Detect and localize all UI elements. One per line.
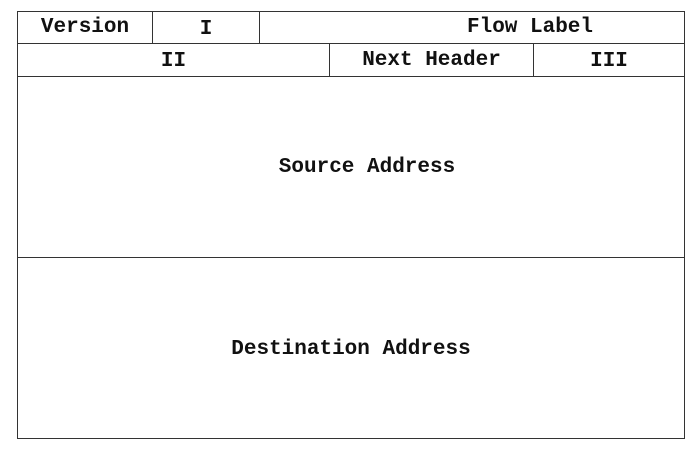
source-address-field: Source Address [17, 76, 685, 258]
field-ii-label: II [160, 50, 187, 73]
field-i-label: I [199, 17, 213, 41]
destination-address-field: Destination Address [17, 257, 685, 439]
source-address-label: Source Address [278, 155, 456, 179]
field-iii-label: III [590, 50, 628, 73]
field-iii: III [533, 43, 685, 77]
version-label: Version [40, 16, 130, 39]
flow-label-field: Flow Label [259, 11, 685, 44]
next-header-label: Next Header [362, 48, 501, 72]
flow-label-label: Flow Label [466, 16, 594, 39]
version-field: Version [17, 11, 153, 44]
field-i: I [152, 11, 260, 44]
destination-address-label: Destination Address [231, 337, 471, 361]
next-header-field: Next Header [329, 43, 534, 77]
field-ii: II [17, 43, 330, 77]
